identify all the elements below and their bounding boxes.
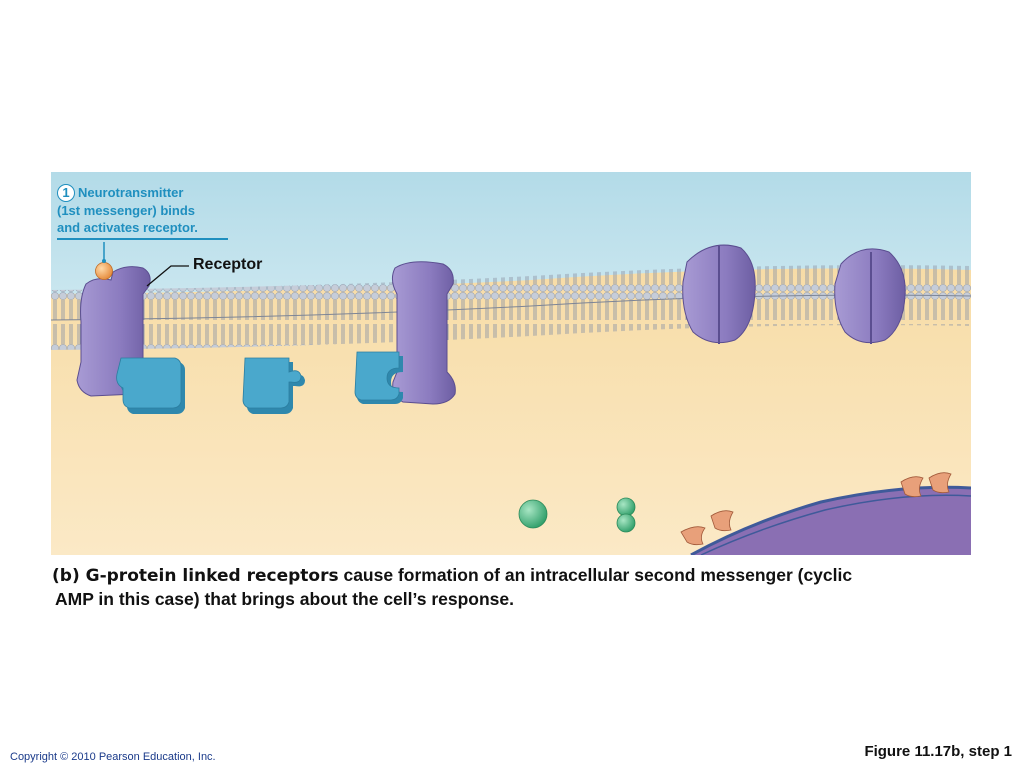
g-protein xyxy=(116,357,185,414)
figure-caption: (b) G-protein linked receptors cause for… xyxy=(52,564,972,611)
second-messenger xyxy=(518,499,548,529)
nucleus xyxy=(680,472,971,555)
figure-panel xyxy=(51,172,971,555)
g-protein xyxy=(354,351,403,404)
receptor-label: Receptor xyxy=(193,256,263,273)
step-text-line-3: and activates receptor. xyxy=(57,220,198,235)
figure-reference: Figure 11.17b, step 1 xyxy=(864,743,1012,760)
caption-text: cause formation of an intracellular seco… xyxy=(338,565,853,585)
step-leader-dot xyxy=(102,259,106,263)
receptor-leader-line xyxy=(146,265,189,287)
step-underline xyxy=(57,238,228,240)
channel-protein xyxy=(682,244,756,344)
second-messenger xyxy=(616,497,636,533)
adenylyl-cyclase xyxy=(391,261,456,405)
g-protein xyxy=(242,357,305,414)
step-text-line-2: (1st messenger) binds xyxy=(57,203,195,218)
channel-protein xyxy=(834,248,906,344)
neurotransmitter-ligand xyxy=(95,262,113,280)
copyright-notice: Copyright © 2010 Pearson Education, Inc. xyxy=(10,751,216,763)
step-number-badge: 1 xyxy=(57,184,75,202)
caption-bold-lead: (b) G-protein linked receptors xyxy=(52,566,339,586)
membrane-diagram xyxy=(51,172,971,555)
caption-text-line-2: AMP in this case) that brings about the … xyxy=(55,589,514,609)
step-text-line-1: Neurotransmitter xyxy=(78,185,184,200)
